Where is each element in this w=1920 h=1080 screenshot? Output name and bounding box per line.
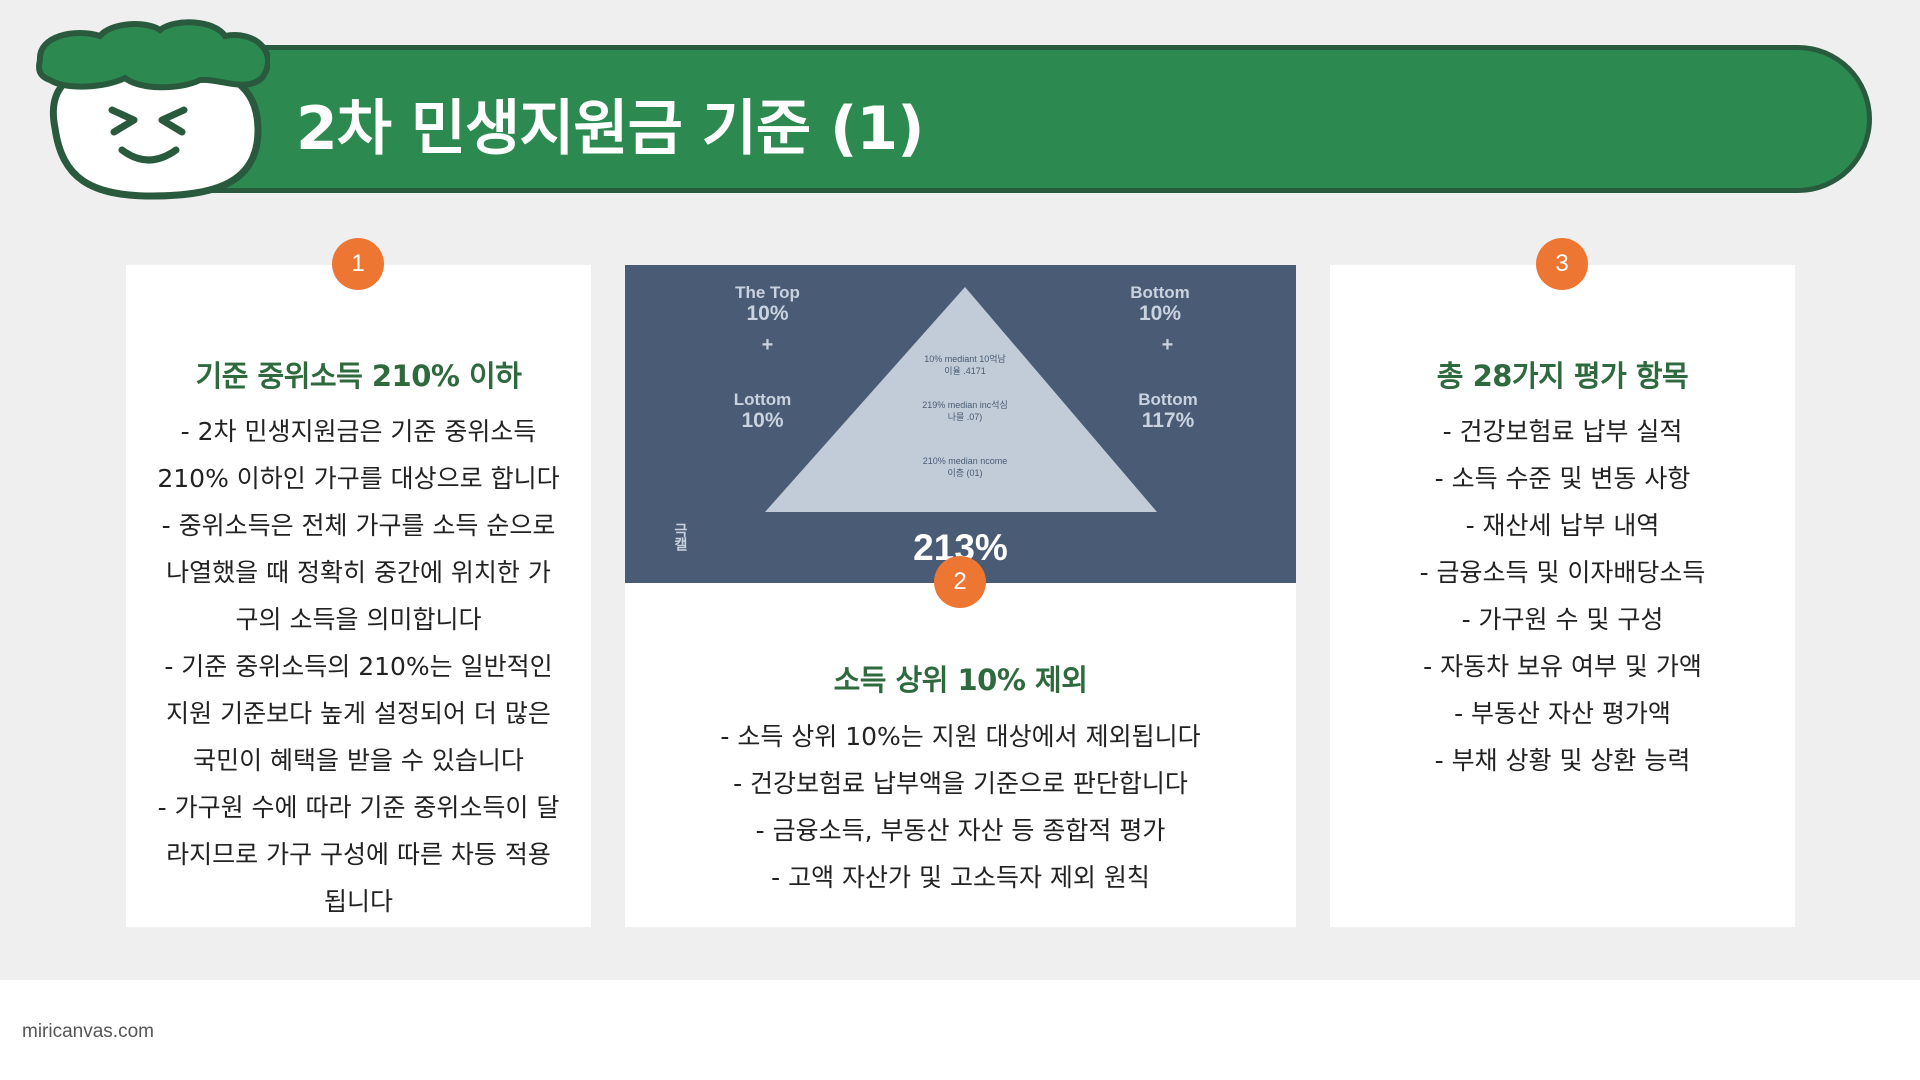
image-label: Bottom 117% xyxy=(1138,390,1198,432)
list-item: - 고액 자산가 및 고소득자 제외 원칙 xyxy=(771,863,1150,892)
list-item: - 기준 중위소득의 210%는 일반적인 지원 기준보다 높게 설정되어 더 … xyxy=(164,652,553,775)
list-item: - 2차 민생지원금은 기준 중위소득 210% 이하인 가구를 대상으로 합니… xyxy=(157,417,560,493)
list-item: - 건강보험료 납부 실적 xyxy=(1442,417,1683,446)
page-title: 2차 민생지원금 기준 (1) xyxy=(296,94,925,164)
card-body: - 건강보험료 납부 실적 - 소득 수준 및 변동 사항 - 재산세 납부 내… xyxy=(1350,408,1775,784)
pyramid-shape xyxy=(765,287,1157,512)
pyramid-image: The Top 10% + Lottom 10% Bottom 10% + Bo… xyxy=(625,265,1296,583)
list-item: - 가구원 수에 따라 기준 중위소득이 달라지므로 가구 구성에 따른 차등 … xyxy=(157,793,560,916)
number-badge: 3 xyxy=(1536,238,1588,290)
card-title: 총 28가지 평가 항목 xyxy=(1436,359,1689,393)
list-item: - 부채 상황 및 상환 능력 xyxy=(1434,746,1691,775)
image-plus: + xyxy=(761,334,774,356)
list-item: - 가구원 수 및 구성 xyxy=(1461,605,1664,634)
list-item: - 소득 상위 10%는 지원 대상에서 제외됩니다 xyxy=(720,722,1201,751)
list-item: - 건강보험료 납부액을 기준으로 판단합니다 xyxy=(733,769,1188,798)
list-item: - 부동산 자산 평가액 xyxy=(1454,699,1671,728)
list-item: - 금융소득 및 이자배당소득 xyxy=(1419,558,1706,587)
footer-strip xyxy=(0,980,1920,1080)
card-body: - 2차 민생지원금은 기준 중위소득 210% 이하인 가구를 대상으로 합니… xyxy=(156,408,561,925)
number-badge: 1 xyxy=(332,238,384,290)
image-vertical-text: 극캘 xyxy=(672,523,688,551)
list-item: - 중위소득은 전체 가구를 소득 순으로 나열했을 때 정확히 중간에 위치한… xyxy=(161,511,556,634)
image-label: Bottom 10% xyxy=(1130,283,1190,325)
mascot-icon xyxy=(36,19,270,200)
list-item: - 금융소득, 부동산 자산 등 종합적 평가 xyxy=(755,816,1166,845)
card-body: - 소득 상위 10%는 지원 대상에서 제외됩니다 - 건강보험료 납부액을 … xyxy=(645,713,1276,901)
image-plus: + xyxy=(1161,334,1174,356)
number-badge: 2 xyxy=(934,556,986,608)
image-label: The Top 10% xyxy=(735,283,800,325)
list-item: - 자동차 보유 여부 및 가액 xyxy=(1423,652,1702,681)
card-title: 소득 상위 10% 제외 xyxy=(833,663,1088,697)
card-title: 기준 중위소득 210% 이하 xyxy=(195,359,522,393)
image-label: Lottom 10% xyxy=(733,390,792,432)
list-item: - 재산세 납부 내역 xyxy=(1465,511,1660,540)
criteria-card-1: 기준 중위소득 210% 이하 - 2차 민생지원금은 기준 중위소득 210%… xyxy=(126,265,591,927)
header-banner xyxy=(150,45,1872,193)
footer-brand: miricanvas.com xyxy=(22,1021,154,1042)
list-item: - 소득 수준 및 변동 사항 xyxy=(1434,464,1691,493)
criteria-card-3: 총 28가지 평가 항목 - 건강보험료 납부 실적 - 소득 수준 및 변동 … xyxy=(1330,265,1795,927)
